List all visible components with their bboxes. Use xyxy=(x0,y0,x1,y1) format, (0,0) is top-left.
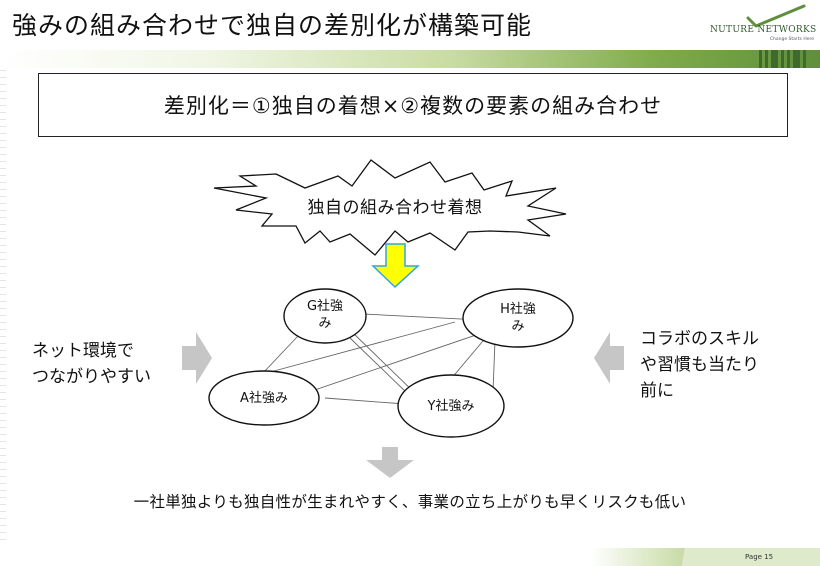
node-h-label-line-2: み xyxy=(511,319,525,334)
node-y-ellipse xyxy=(397,374,505,438)
left-note-line-1: ネット環境で xyxy=(32,341,134,361)
node-a-ellipse xyxy=(208,370,320,426)
header-band-stripes xyxy=(759,50,806,68)
logo-wordmark: NUTURE NETWORKS xyxy=(710,25,817,35)
node-h-ellipse xyxy=(462,288,574,348)
node-a-label: A社強み xyxy=(240,391,288,406)
right-gray-arrow-icon xyxy=(594,332,624,384)
node-g-label-line-1: G社強 xyxy=(306,299,344,314)
right-note-line-3: 前に xyxy=(640,381,674,401)
node-g-label: G社強 み xyxy=(285,298,365,332)
node-g-ellipse xyxy=(283,288,367,344)
right-note: コラボのスキル や習慣も当たり 前に xyxy=(640,326,759,404)
left-gray-arrow-icon xyxy=(182,332,212,384)
slide-title: 強みの組み合わせで独自の差別化が構築可能 xyxy=(12,11,533,40)
node-g-label-line-2: み xyxy=(318,316,332,331)
left-note: ネット環境で つながりやすい xyxy=(32,338,151,390)
bottom-gray-arrow-icon xyxy=(366,447,414,478)
left-ruler xyxy=(0,70,6,540)
page-number: Page 15 xyxy=(745,553,774,561)
starburst-shape xyxy=(213,159,567,256)
starburst-label: 独自の組み合わせ着想 xyxy=(307,198,483,218)
right-note-line-1: コラボのスキル xyxy=(640,329,759,349)
headline-box: 差別化＝①独自の着想×②複数の要素の組み合わせ xyxy=(38,73,788,137)
company-logo: NUTURE NETWORKS Change Starts Here xyxy=(710,4,817,48)
logo-tagline: Change Starts Here xyxy=(769,37,814,42)
header-band xyxy=(0,50,820,68)
conclusion-text: 一社単独よりも独自性が生まれやすく、事業の立ち上がりも早くリスクも低い xyxy=(133,493,687,511)
checkmark-logo-icon xyxy=(746,4,806,28)
footer-wedge xyxy=(600,548,820,566)
node-y-label: Y社強み xyxy=(427,399,475,414)
node-h-label: H社強 み xyxy=(478,301,558,335)
right-note-line-2: や習慣も当たり xyxy=(640,355,759,375)
left-note-line-2: つながりやすい xyxy=(32,367,151,387)
node-h-label-line-1: H社強 xyxy=(500,302,536,317)
yellow-down-arrow-icon xyxy=(371,243,420,289)
